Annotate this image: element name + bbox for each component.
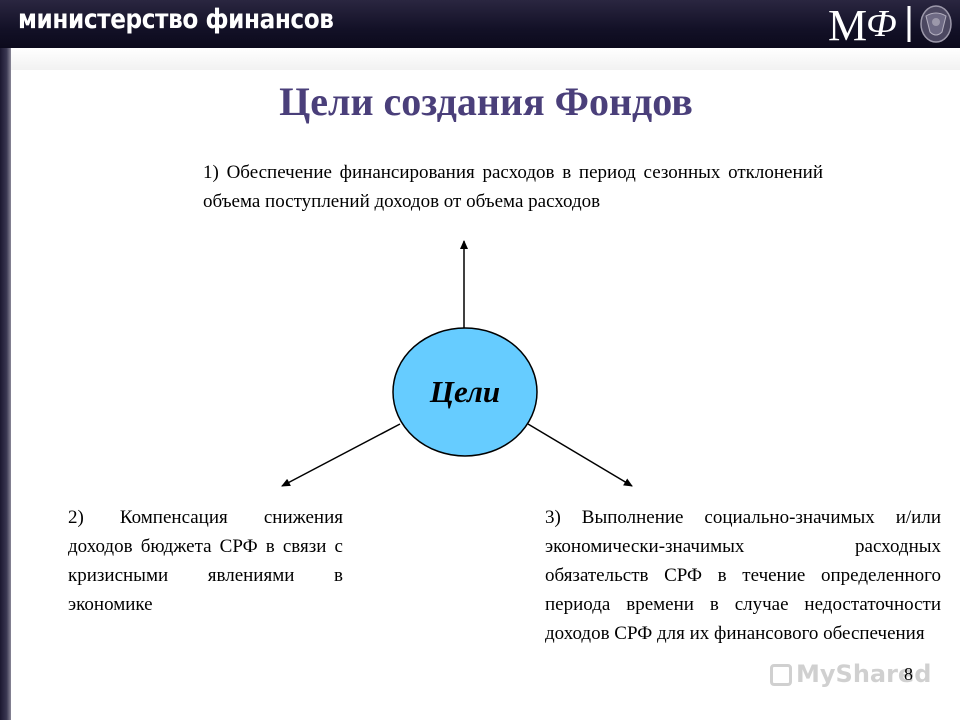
slide-title: Цели создания Фондов: [279, 79, 693, 124]
header-bar: министерство финансов М Ф: [0, 0, 960, 48]
header-title: министерство финансов: [18, 4, 334, 35]
arrow-to-goal-2: [281, 423, 401, 487]
coat-of-arms-icon: [920, 5, 952, 43]
watermark-text: MyShared: [796, 660, 932, 688]
logo-letter-m: М: [828, 2, 867, 46]
arrow-to-goal-3: [527, 423, 633, 487]
logo-letter-f: Ф: [866, 3, 897, 45]
goal-3-text: 3) Выполнение социально-значимых и/или э…: [545, 507, 941, 644]
center-circle: [392, 327, 538, 457]
left-decorative-strip: [0, 48, 11, 720]
page-number: 8: [904, 664, 913, 684]
center-label: Цели: [429, 374, 501, 409]
watermark-icon: [770, 664, 792, 686]
goal-1-text: 1) Обеспечение финансирования расходов в…: [203, 162, 823, 212]
watermark: MyShared: [770, 660, 931, 688]
header-underline: [0, 48, 960, 70]
goal-2-text: 2) Компенсация снижения доходов бюджета …: [68, 507, 343, 615]
ministry-logo-icon: М Ф: [828, 2, 911, 46]
